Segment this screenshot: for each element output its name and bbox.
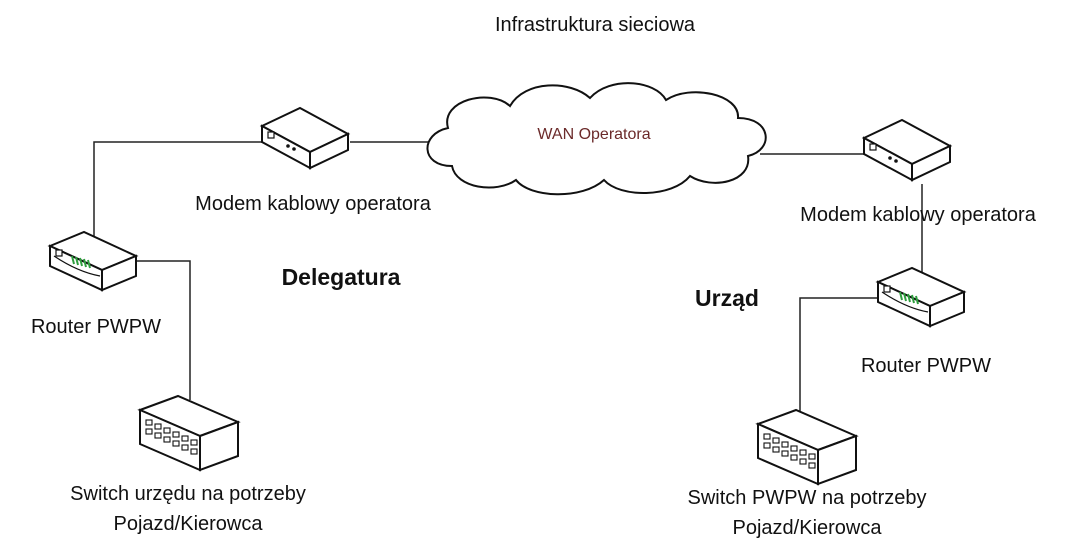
- link-router-modem-left: [93, 141, 264, 238]
- router-label-left: Router PWPW: [30, 316, 162, 338]
- site-name-delegatura: Delegatura: [281, 264, 401, 290]
- router-label-right: Router PWPW: [860, 355, 992, 377]
- site-name-urzad: Urząd: [695, 285, 759, 311]
- modem-label-left: Modem kablowy operatora: [195, 193, 431, 215]
- link-router-switch-right: [799, 297, 880, 413]
- connection-lines: [93, 141, 923, 413]
- cloud-icon: [426, 82, 767, 196]
- switch-icon-right: [757, 409, 857, 485]
- switch-label-right-line1: Switch PWPW na potrzeby: [687, 487, 927, 509]
- cable-modem-icon-left: [261, 107, 349, 169]
- switch-label-left: Switch urzędu na potrzeby Pojazd/Kierowc…: [70, 479, 306, 539]
- link-router-switch-left: [136, 260, 191, 400]
- router-icon-right: [877, 267, 965, 327]
- router-icon-left: [49, 231, 137, 291]
- switch-label-left-line1: Switch urzędu na potrzeby: [70, 483, 306, 505]
- switch-label-right: Switch PWPW na potrzeby Pojazd/Kierowca: [688, 483, 927, 543]
- diagram-title: Infrastruktura sieciowa: [494, 14, 696, 36]
- switch-label-right-line2: Pojazd/Kierowca: [732, 517, 882, 539]
- switch-icon-left: [139, 395, 239, 471]
- cable-modem-icon-right: [863, 119, 951, 181]
- modem-label-right: Modem kablowy operatora: [800, 204, 1036, 226]
- cloud-label: WAN Operatora: [537, 126, 651, 143]
- switch-label-left-line2: Pojazd/Kierowca: [113, 513, 263, 535]
